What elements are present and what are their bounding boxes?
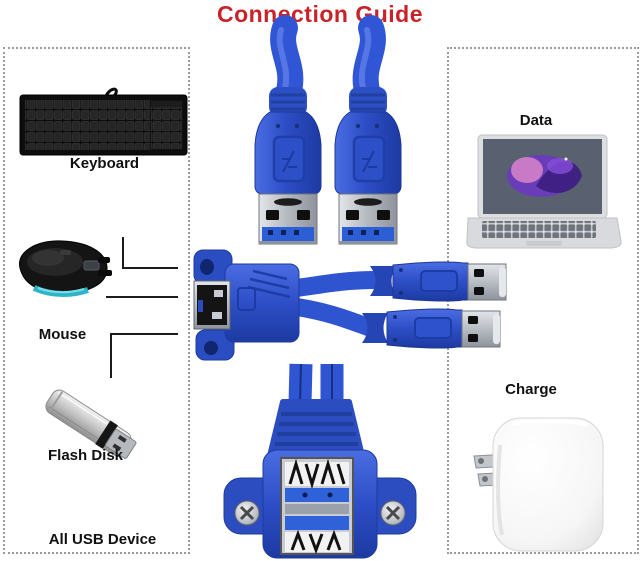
keyboard-image [19, 87, 188, 156]
charge-label: Charge [505, 381, 557, 398]
keyboard-connector-line [122, 237, 124, 269]
usb-devices-panel [3, 47, 190, 554]
two-usb3-male-plugs-top-image [254, 15, 402, 245]
wall-charger-image [473, 417, 604, 552]
data-label: Data [519, 112, 553, 129]
panel-mount-female-usb-port-image [193, 249, 300, 361]
two-usb3-male-plugs-right-image [362, 261, 507, 349]
laptop-image [466, 134, 622, 249]
keyboard-label: Keyboard [69, 155, 140, 172]
keyboard-connector-line [122, 267, 178, 269]
dual-panel-mount-female-usb-image [223, 363, 417, 559]
all-usb-device-label: All USB Device [48, 531, 157, 548]
flash-disk-image [45, 389, 137, 459]
y-split-cable-image [288, 271, 385, 336]
flash-disk-label: Flash Disk [47, 447, 124, 464]
mouse-label: Mouse [38, 326, 87, 343]
mouse-image [19, 240, 112, 297]
mouse-connector-line [106, 296, 178, 298]
page-title: Connection Guide [216, 1, 424, 27]
flash-disk-connector-line [110, 333, 112, 378]
flash-disk-connector-line [110, 333, 178, 335]
